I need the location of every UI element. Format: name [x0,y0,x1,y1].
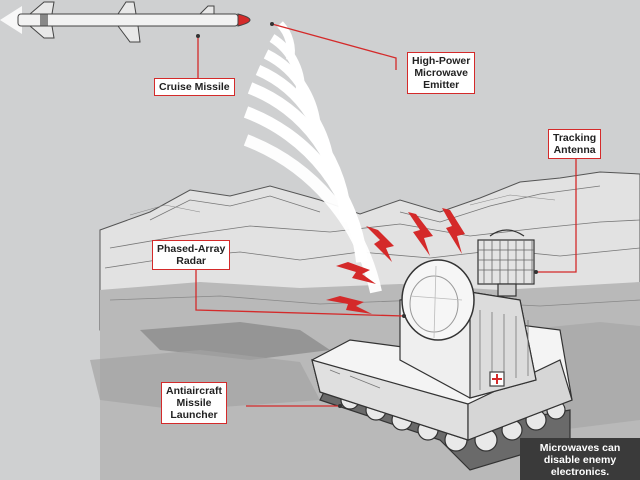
note-box: Microwaves can disable enemy electronics… [520,438,640,480]
callout-emitter-line3: Emitter [423,79,460,91]
note-line2: disable enemy [543,454,617,466]
microwave-waves-icon [243,21,382,294]
lightning-bolt-icon [326,208,465,314]
callout-tracking-line1: Tracking [553,132,597,144]
radar-dish-icon [401,259,475,341]
callout-cruise-missile-line1: Cruise Missile [159,81,230,93]
callout-tracking-line2: Antenna [553,144,596,156]
callout-emitter-line2: Microwave [414,67,469,79]
callout-launcher-line3: Launcher [170,409,218,421]
tracking-antenna-icon [477,229,535,297]
callout-cruise-missile: Cruise Missile [154,78,235,96]
callout-emitter-line1: High-Power [412,55,471,67]
callout-missile-launcher: Antiaircraft Missile Launcher [161,382,228,424]
missile-icon [0,1,251,43]
callout-radar-line2: Radar [176,255,207,267]
callout-launcher-line2: Missile [176,397,212,409]
leader-endpoints [196,22,538,408]
leader-lines [195,23,577,407]
note-line1: Microwaves can [539,442,621,454]
callout-launcher-line1: Antiaircraft [166,385,223,397]
callout-radar-line1: Phased-Array [157,243,226,255]
note-line3: electronics. [550,466,610,478]
callout-emitter: High-Power Microwave Emitter [407,52,476,94]
callout-tracking-antenna: Tracking Antenna [548,129,602,159]
callout-phased-array-radar: Phased-Array Radar [152,240,231,270]
